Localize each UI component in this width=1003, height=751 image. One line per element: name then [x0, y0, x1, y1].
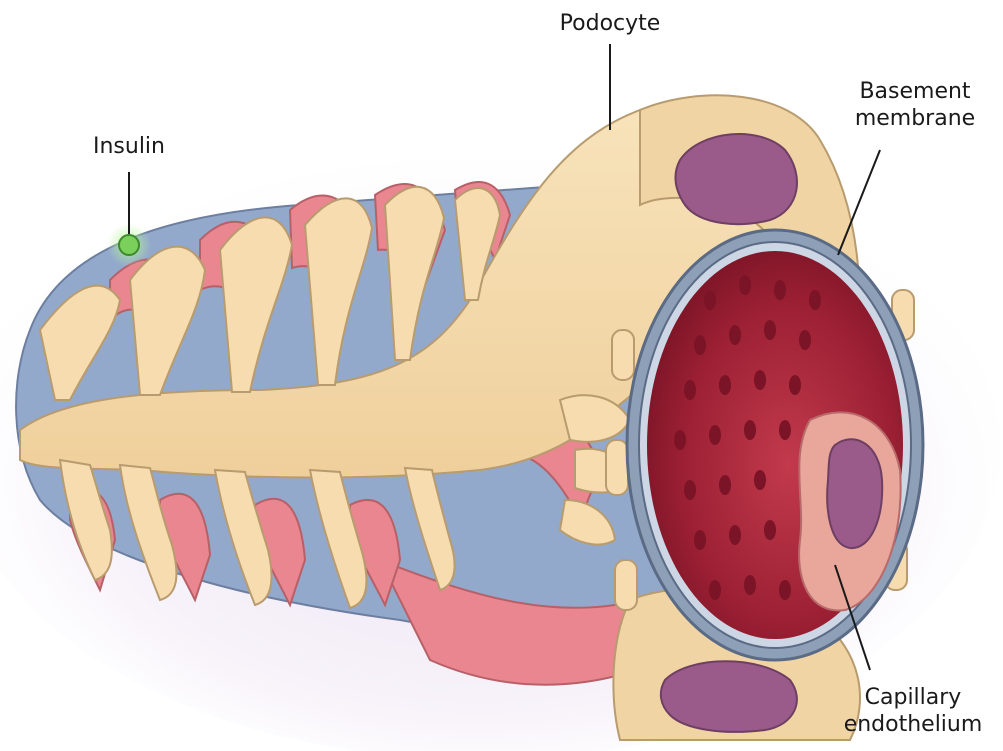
- endothelial-nucleus: [827, 439, 882, 548]
- nucleus-bottom: [661, 661, 797, 732]
- label-podocyte-text: Podocyte: [548, 10, 672, 37]
- label-capillary-line2: endothelium: [828, 711, 998, 738]
- insulin-molecule: [119, 235, 139, 255]
- label-basement-line1: Basement: [845, 78, 985, 105]
- label-insulin-text: Insulin: [80, 133, 178, 160]
- label-basement-line2: membrane: [845, 105, 985, 132]
- label-capillary-endothelium: Capillary endothelium: [828, 684, 998, 738]
- label-podocyte: Podocyte: [548, 10, 672, 37]
- nucleus-top: [675, 134, 797, 224]
- label-basement-membrane: Basement membrane: [845, 78, 985, 132]
- label-insulin: Insulin: [80, 133, 178, 160]
- label-capillary-line1: Capillary: [828, 684, 998, 711]
